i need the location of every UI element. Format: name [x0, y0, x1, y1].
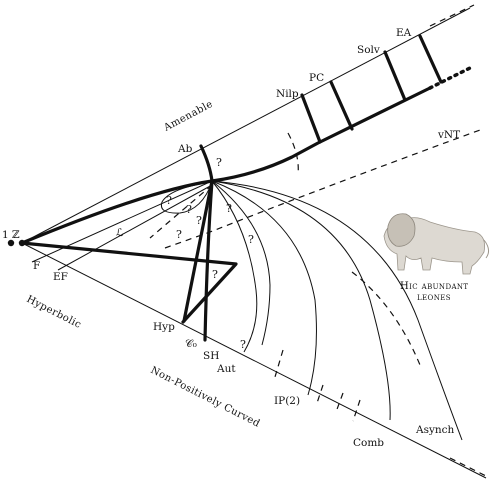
question-mark-4: ?: [196, 214, 202, 227]
label-sh: SH: [203, 350, 219, 362]
ef-line: [58, 185, 212, 270]
question-mark-5: ?: [226, 202, 232, 215]
label-script-l: ℒ: [116, 227, 124, 239]
pc-tick: [331, 82, 352, 129]
solv-tick: [385, 52, 405, 100]
dash-tick-4: [353, 400, 360, 421]
upper-dashed-curve: [288, 133, 298, 175]
question-mark-9: ?: [240, 338, 246, 351]
lion-illustration: [384, 214, 489, 274]
npc-boundary-dashed-end: [450, 458, 486, 476]
question-mark-8: ?: [212, 268, 218, 281]
label-aut: Aut: [216, 363, 236, 375]
question-mark-7: ?: [248, 233, 254, 246]
lion-caption-line1: Hic abundant: [400, 281, 469, 292]
amenable-boundary-dashed-end: [430, 5, 474, 26]
region-amenable-label: Amenable: [161, 99, 215, 134]
label-hyp: Hyp: [153, 321, 175, 333]
lion-mane: [388, 214, 415, 247]
question-mark-6: ?: [176, 228, 182, 241]
lion-caption-line2: leones: [417, 292, 451, 303]
point-z: [19, 240, 25, 246]
label-ea: EA: [396, 27, 412, 39]
label-asynch: Asynch: [415, 424, 455, 436]
label-ef: EF: [53, 271, 68, 283]
label-comb: Comb: [353, 437, 384, 449]
question-mark-3: ?: [186, 203, 192, 216]
label-ip2: IP(2): [274, 395, 300, 407]
amenable-chain-curve: [22, 88, 430, 243]
question-mark-2: ?: [166, 194, 172, 207]
nilp-tick: [302, 95, 320, 142]
f-line: [32, 181, 212, 262]
region-hyperbolic-label: Hyperbolic: [25, 294, 83, 331]
label-pc: PC: [309, 72, 324, 84]
ab-to-c0-curve: [201, 146, 212, 340]
label-ab: Ab: [177, 143, 193, 155]
ea-tick: [420, 36, 441, 82]
label-solv: Solv: [357, 44, 380, 56]
region-npc-label: Non-Positively Curved: [149, 365, 262, 430]
label-1-z: 1 ℤ: [2, 229, 20, 241]
question-mark-1: ?: [216, 156, 222, 169]
amenable-upper-boundary: [22, 8, 470, 243]
label-nilp: Nilp: [276, 88, 299, 100]
label-f: F: [33, 260, 40, 272]
label-vnt: vNT: [437, 129, 460, 141]
label-c0: 𝒞₀: [185, 338, 197, 350]
